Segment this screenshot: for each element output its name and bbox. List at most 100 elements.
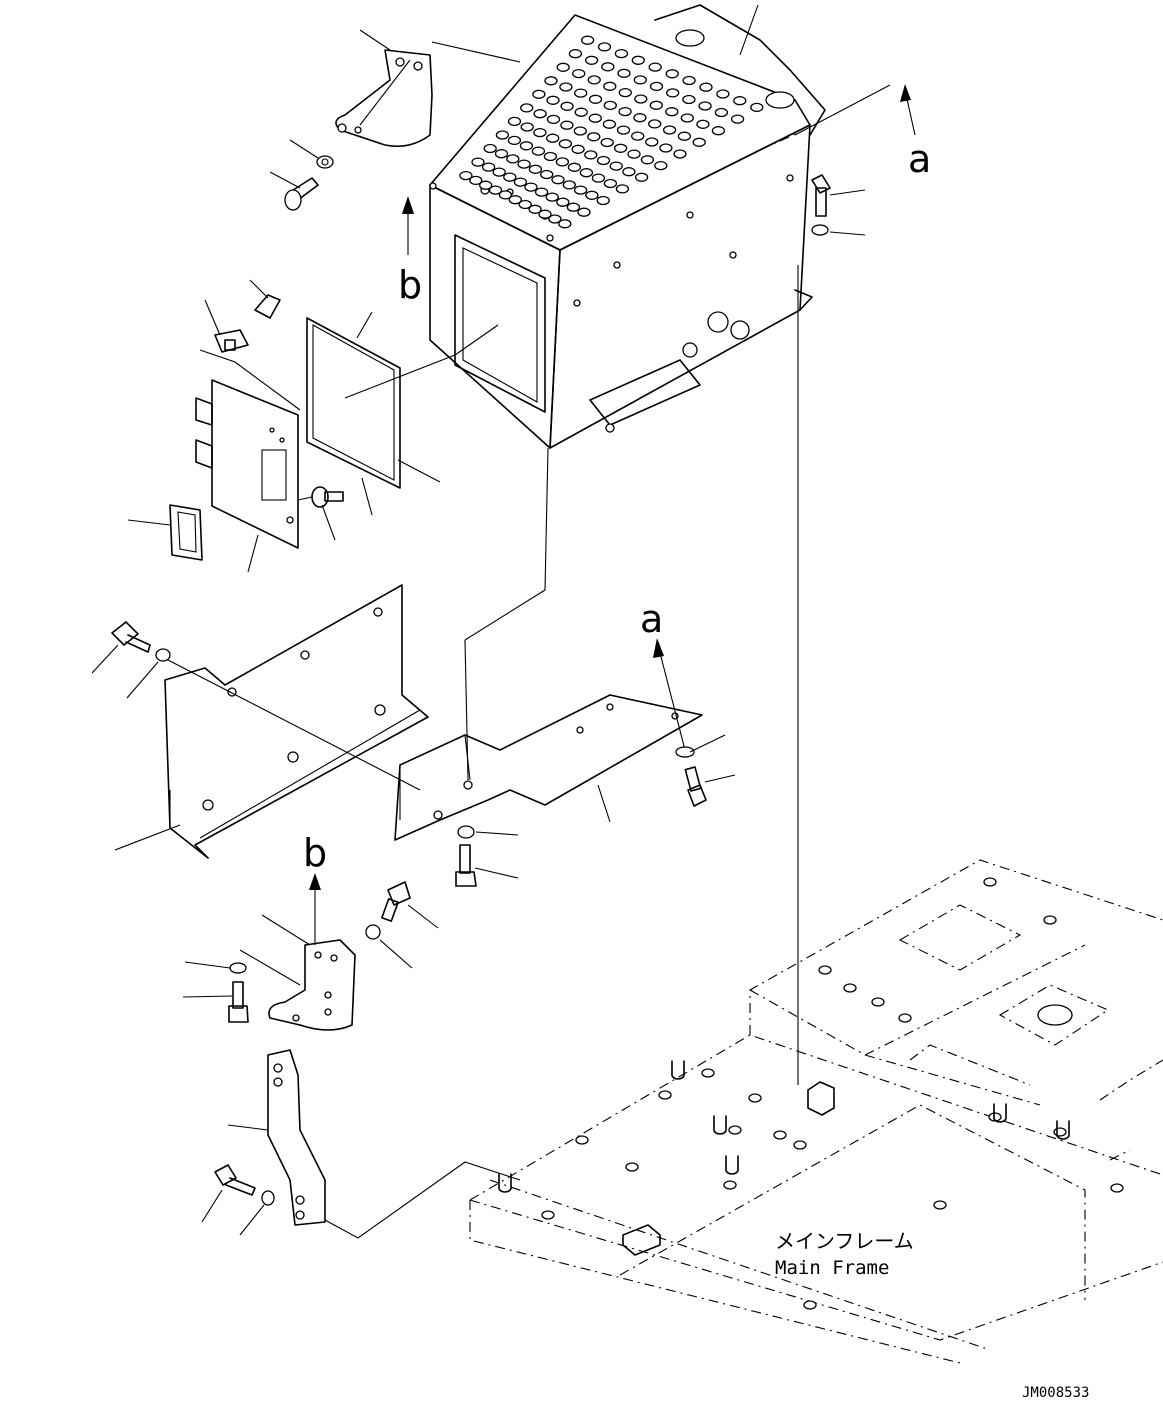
- perforation-hole: [546, 133, 560, 143]
- label-a-mid: a: [640, 597, 663, 641]
- perforation-hole: [528, 164, 543, 174]
- control-plate: [195, 379, 344, 573]
- perforation-hole: [507, 135, 522, 146]
- perforation-hole: [601, 62, 615, 72]
- perforation-hole: [600, 137, 614, 148]
- perforation-hole: [481, 162, 496, 172]
- bolt-top-left: [269, 139, 334, 211]
- perforation-hole: [666, 88, 680, 98]
- perforation-hole: [649, 100, 663, 110]
- perforation-hole: [572, 68, 586, 79]
- perforation-hole: [716, 89, 730, 99]
- perforation-hole: [603, 178, 618, 189]
- perforation-hole: [682, 94, 696, 105]
- perforation-hole: [548, 214, 562, 224]
- perforation-hole: [573, 185, 588, 195]
- arrow-b-top: b: [398, 196, 422, 307]
- perforations: [459, 35, 764, 229]
- switch-clip: [199, 279, 301, 411]
- perforation-hole: [584, 150, 598, 160]
- perforation-hole: [603, 81, 617, 91]
- bar-bracket: [201, 1049, 521, 1239]
- perforation-hole: [555, 157, 570, 167]
- perforation-hole: [495, 130, 510, 140]
- perforation-hole: [633, 75, 647, 85]
- frame-label-en: Main Frame: [775, 1257, 889, 1279]
- frame-hole: [818, 965, 832, 975]
- perforation-hole: [618, 106, 632, 117]
- perforation-hole: [524, 182, 538, 192]
- perforation-hole: [520, 103, 534, 113]
- label-b-low: b: [303, 831, 327, 875]
- perforation-hole: [574, 88, 588, 98]
- perforation-hole: [603, 100, 617, 111]
- perforation-hole: [597, 42, 612, 52]
- perforation-hole: [558, 219, 572, 229]
- bracket-left-large: [91, 584, 429, 859]
- frame-hole: [898, 1013, 912, 1023]
- perforation-hole: [518, 199, 532, 210]
- perforation-hole: [659, 143, 673, 153]
- box-cover: [429, 4, 826, 449]
- perforation-hole: [682, 75, 696, 86]
- perforation-hole: [545, 192, 559, 202]
- perforation-hole: [471, 157, 485, 167]
- perforation-hole: [680, 113, 694, 123]
- frame-hole: [658, 1090, 672, 1100]
- bolt-right-top: [811, 174, 866, 236]
- bracket-lower: [239, 914, 356, 1031]
- perforation-hole: [579, 168, 594, 178]
- perforation-hole: [631, 55, 645, 65]
- perforation-hole: [677, 131, 692, 141]
- arrow-a-top: a: [900, 84, 931, 181]
- perforation-hole: [711, 126, 726, 136]
- frame-hole: [983, 877, 997, 887]
- perforation-hole: [533, 109, 547, 119]
- frame-stud: [1056, 1120, 1070, 1140]
- perforation-hole: [640, 155, 655, 165]
- drawing-code: JM008533: [1022, 1385, 1089, 1401]
- frame-hole: [701, 1068, 715, 1078]
- perforation-hole: [540, 169, 554, 180]
- perforation-hole: [543, 151, 558, 162]
- perforation-hole: [559, 82, 573, 92]
- label-b-top: b: [398, 263, 422, 307]
- perforation-hole: [469, 175, 483, 186]
- perforation-hole: [508, 195, 522, 205]
- perforation-hole: [546, 114, 561, 125]
- frame-hole: [575, 1135, 589, 1145]
- frame-hole: [625, 1162, 639, 1172]
- perforation-hole: [532, 89, 546, 99]
- frame-stud: [993, 1103, 1007, 1123]
- frame-hole: [728, 1125, 742, 1135]
- perforation-hole: [615, 184, 630, 194]
- perforation-hole: [571, 144, 585, 154]
- frame-hole: [1053, 1127, 1067, 1137]
- perforation-hole: [488, 185, 503, 195]
- perforation-hole: [574, 107, 588, 117]
- frame-stud: [713, 1115, 727, 1135]
- perforation-hole: [506, 154, 520, 164]
- perforation-hole: [730, 114, 745, 124]
- perforation-hole: [573, 126, 587, 136]
- perforation-hole: [556, 197, 570, 207]
- perforation-hole: [517, 159, 531, 169]
- perforation-hole: [533, 127, 547, 138]
- perforation-hole: [634, 94, 648, 104]
- perforation-hole: [616, 125, 631, 135]
- perforation-hole: [587, 132, 601, 142]
- perforation-hole: [580, 35, 595, 45]
- perforation-hole: [665, 107, 679, 117]
- perforation-hole: [568, 49, 583, 59]
- perforation-hole: [560, 120, 574, 130]
- perforation-hole: [538, 209, 552, 219]
- perforation-hole: [699, 82, 713, 92]
- perforation-hole: [558, 139, 573, 149]
- perforation-hole: [556, 62, 570, 72]
- perforation-hole: [617, 68, 631, 78]
- perforation-hole: [507, 116, 522, 127]
- perforation-hole: [492, 167, 506, 177]
- perforation-hole: [698, 101, 712, 111]
- arrow-b-low: b: [303, 831, 327, 945]
